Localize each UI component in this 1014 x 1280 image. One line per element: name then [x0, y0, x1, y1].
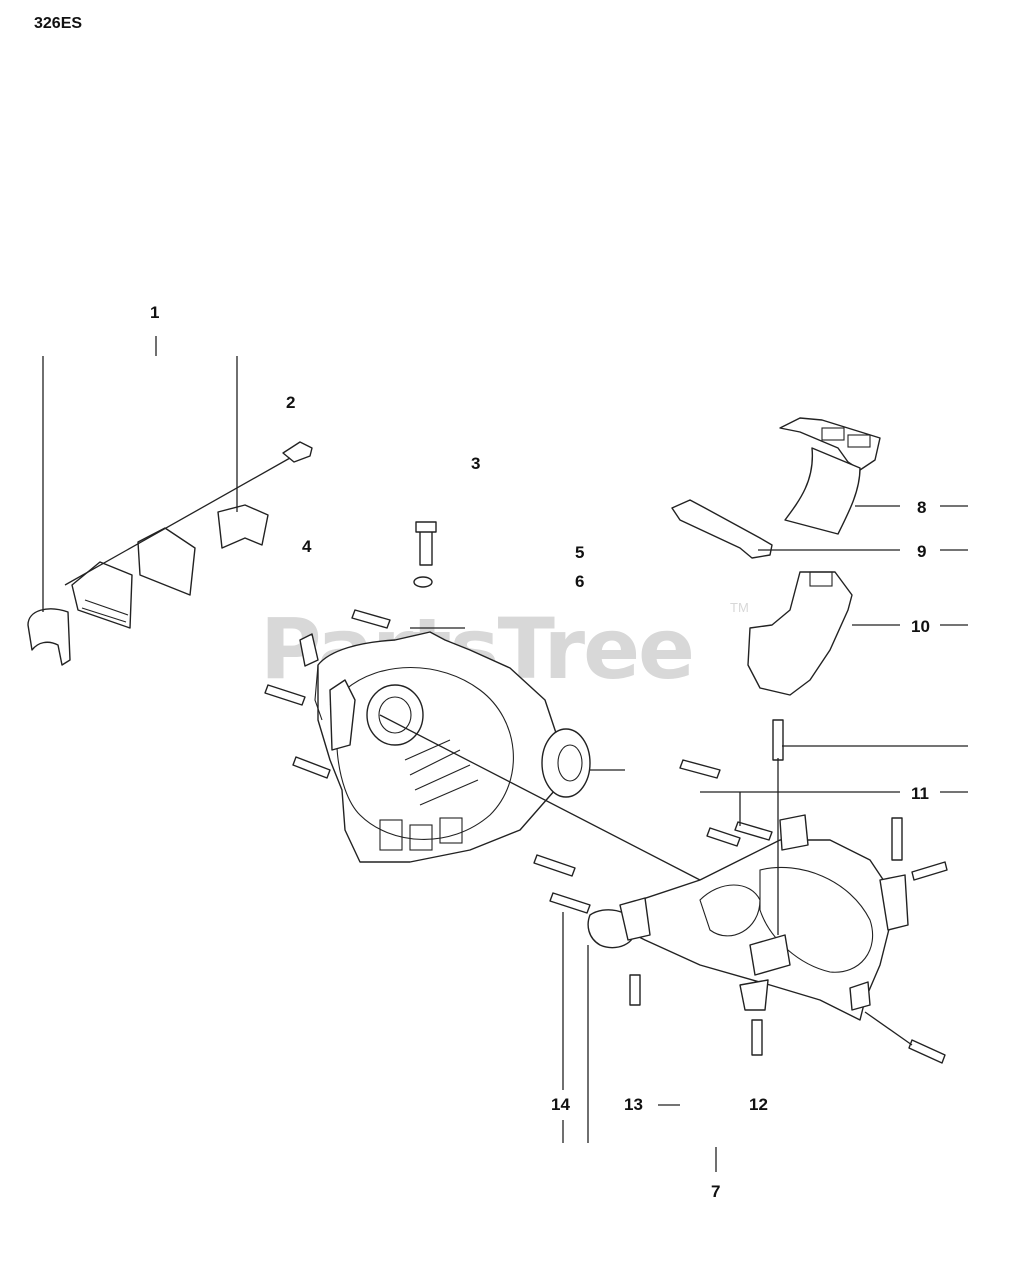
callout-14: 14 — [551, 1095, 570, 1114]
callout-13: 13 — [624, 1095, 643, 1114]
callout-6: 6 — [575, 572, 584, 591]
callout-12: 12 — [749, 1095, 768, 1114]
muffler-parts-right — [671, 417, 881, 696]
bolts-left — [264, 521, 437, 779]
watermark-tm: TM — [730, 600, 749, 615]
callout-10: 10 — [911, 617, 930, 636]
callout-8: 8 — [917, 498, 926, 517]
model-title: 326ES — [34, 15, 82, 32]
crankcase-rear-half — [587, 814, 909, 1021]
callout-5: 5 — [575, 543, 584, 562]
callout-labels: 1 2 3 4 5 6 7 8 9 10 11 12 13 14 — [150, 303, 930, 1201]
cover-parts-left — [27, 441, 313, 666]
bearing — [541, 728, 591, 798]
callout-2: 2 — [286, 393, 295, 412]
callout-4: 4 — [302, 537, 312, 556]
callout-11: 11 — [911, 784, 929, 803]
callout-9: 9 — [917, 542, 926, 561]
callout-3: 3 — [471, 454, 480, 473]
callout-1: 1 — [150, 303, 159, 322]
callout-7: 7 — [711, 1182, 720, 1201]
bolts-right — [533, 719, 948, 1064]
leader-lines — [42, 336, 968, 1172]
